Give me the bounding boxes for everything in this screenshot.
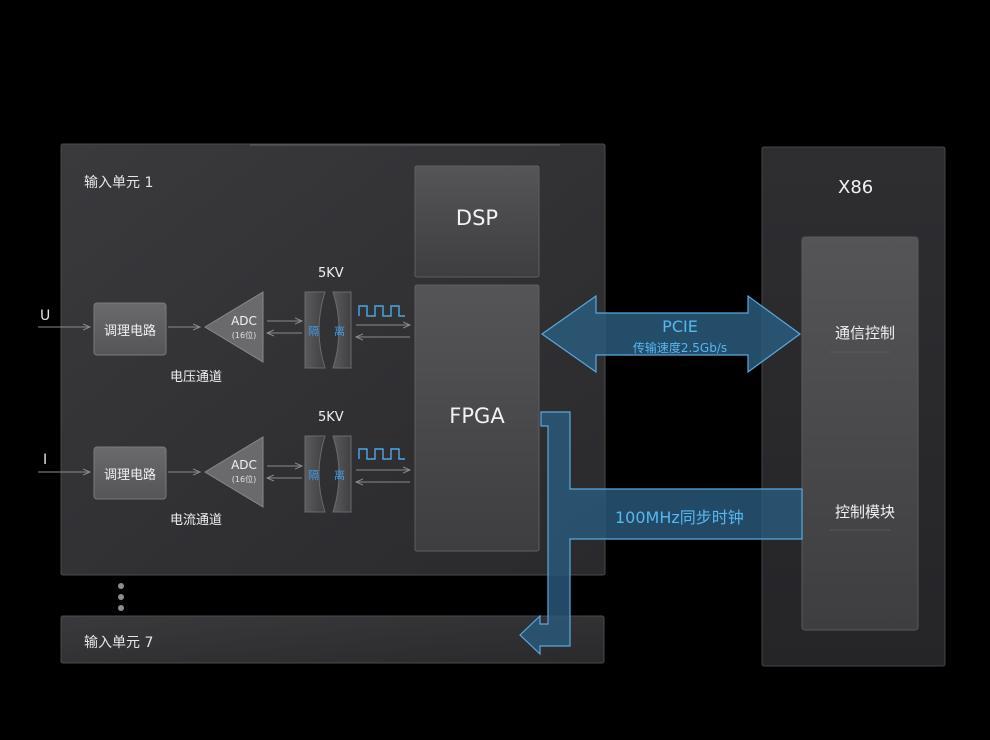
input-unit-1-title: 输入单元 1 [84, 175, 154, 191]
clock-bus-path [519, 411, 803, 656]
x86-inner-block [801, 236, 919, 631]
voltage-channel-label: 电压通道 [170, 370, 223, 385]
voltage-conditioning-label: 调理电路 [103, 324, 156, 339]
current-isolation-char-2: 离 [334, 469, 345, 482]
pcie-title: PCIE [662, 317, 698, 336]
x86-comm-control: 通信控制 [834, 324, 895, 342]
voltage-adc-label: ADC [231, 314, 257, 328]
pcie-speed: 传输速度2.5Gb/s [632, 341, 728, 355]
fpga-block [414, 284, 540, 552]
dsp-block [414, 165, 540, 278]
clock-label: 100MHz同步时钟 [615, 508, 744, 527]
current-adc-label: ADC [231, 458, 257, 472]
voltage-adc-triangle [204, 291, 264, 363]
voltage-isolation-kv: 5KV [318, 266, 344, 281]
voltage-isolation-char-2: 离 [334, 325, 345, 338]
current-channel-label: 电流通道 [170, 513, 223, 528]
voltage-isolation-char-1: 隔 [308, 325, 319, 338]
current-conditioning-block [93, 446, 167, 500]
fpga-label: FPGA [449, 404, 505, 428]
voltage-square-wave-icon [358, 305, 405, 317]
x86-control-module: 控制模块 [834, 503, 895, 521]
u-input-label: U [40, 308, 51, 324]
voltage-isolator-left [304, 291, 326, 369]
current-square-wave-icon [358, 448, 405, 460]
current-isolation-kv: 5KV [318, 410, 344, 425]
current-isolation-char-1: 隔 [308, 469, 319, 482]
current-isolator-left [304, 435, 326, 513]
current-adc-bits: (16位) [231, 475, 257, 484]
current-isolator-right [332, 435, 352, 513]
dsp-label: DSP [455, 206, 499, 230]
pcie-double-arrow [540, 294, 802, 374]
current-conditioning-label: 调理电路 [103, 468, 156, 483]
voltage-adc-bits: (16位) [231, 331, 257, 340]
i-input-label: I [43, 452, 48, 468]
voltage-conditioning-block [93, 302, 167, 356]
ellipsis-dot [118, 583, 124, 589]
x86-title: X86 [838, 177, 874, 198]
current-adc-triangle [204, 436, 264, 508]
ellipsis-dot [118, 594, 124, 600]
voltage-isolator-right [332, 291, 352, 369]
input-unit-7-panel [60, 615, 605, 664]
ellipsis-dot [118, 605, 124, 611]
input-unit-7-title: 输入单元 7 [84, 635, 154, 651]
